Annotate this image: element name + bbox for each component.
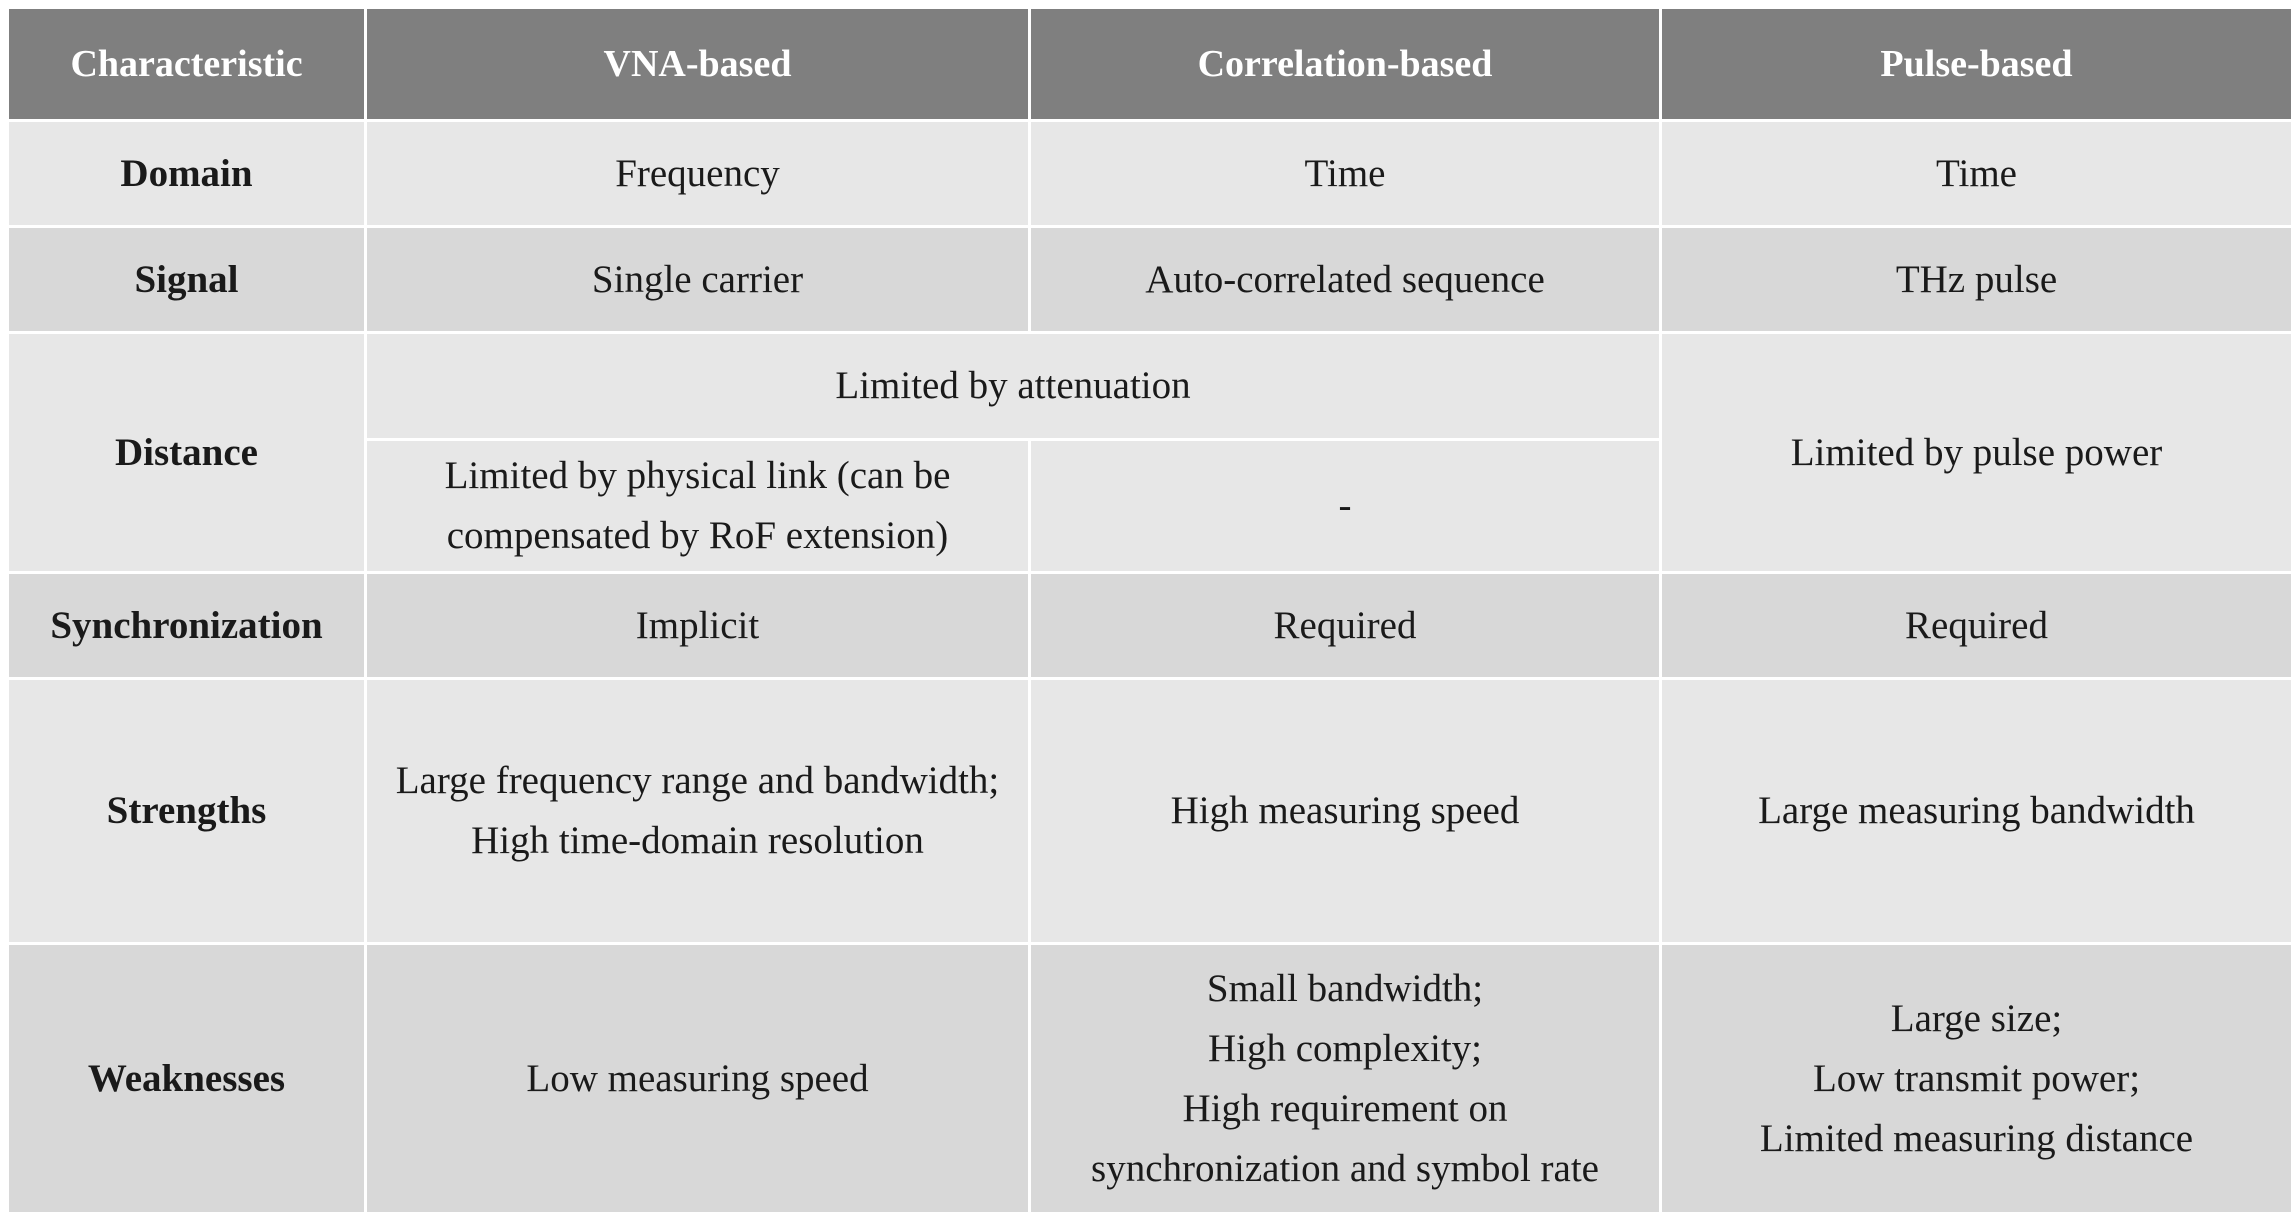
- row-distance-detail: Limited by physical link (can be compens…: [8, 438, 2293, 574]
- cell-weaknesses-pulse-line3: Limited measuring distance: [1759, 1116, 2194, 1160]
- cell-distance-vna-line1: Limited by physical link (can be: [444, 454, 951, 497]
- cell-synchronization-vna: Implicit: [364, 571, 1031, 680]
- cell-domain-correlation: Time: [1028, 119, 1662, 228]
- cell-weaknesses-pulse: Large size; Low transmit power; Limited …: [1659, 942, 2294, 1215]
- cell-synchronization-correlation: Required: [1028, 571, 1662, 680]
- cell-strengths-correlation: High measuring speed: [1028, 677, 1662, 945]
- cell-weaknesses-pulse-line1: Large size;: [1890, 996, 2063, 1040]
- cell-strengths-vna-line1: Large frequency range and bandwidth;: [395, 759, 1000, 802]
- cell-weaknesses-correlation-line1: Small bandwidth;: [1206, 966, 1484, 1010]
- cell-signal-correlation: Auto-correlated sequence: [1028, 225, 1662, 334]
- cell-strengths-vna: Large frequency range and bandwidth; Hig…: [364, 677, 1031, 945]
- cell-weaknesses-correlation-line3: High requirement on: [1182, 1086, 1508, 1130]
- cell-distance-pulse: Limited by pulse power: [1659, 331, 2294, 574]
- row-label-domain: Domain: [6, 119, 367, 228]
- cell-weaknesses-pulse-line2: Low transmit power;: [1812, 1056, 2141, 1100]
- cell-distance-shared: Limited by attenuation: [364, 331, 1662, 441]
- row-label-distance: Distance: [6, 331, 367, 574]
- cell-weaknesses-correlation-line2: High complexity;: [1207, 1026, 1483, 1070]
- header-vna-based: VNA-based: [364, 6, 1031, 122]
- row-label-strengths: Strengths: [6, 677, 367, 945]
- cell-domain-pulse: Time: [1659, 119, 2294, 228]
- cell-synchronization-pulse: Required: [1659, 571, 2294, 680]
- comparison-table: Characteristic VNA-based Correlation-bas…: [6, 6, 2294, 1215]
- cell-distance-vna: Limited by physical link (can be compens…: [364, 438, 1031, 574]
- cell-weaknesses-correlation: Small bandwidth; High complexity; High r…: [1028, 942, 1662, 1215]
- row-label-signal: Signal: [6, 225, 367, 334]
- cell-weaknesses-correlation-line4: synchronization and symbol rate: [1091, 1146, 1599, 1190]
- row-strengths: Strengths Large frequency range and band…: [6, 677, 2294, 945]
- row-weaknesses: Weaknesses Low measuring speed Small ban…: [6, 942, 2294, 1215]
- row-distance: Distance Limited by attenuation Limited …: [6, 331, 2294, 574]
- cell-strengths-pulse: Large measuring bandwidth: [1659, 677, 2294, 945]
- row-synchronization: Synchronization Implicit Required Requir…: [6, 571, 2294, 680]
- row-signal: Signal Single carrier Auto-correlated se…: [6, 225, 2294, 334]
- cell-signal-pulse: THz pulse: [1659, 225, 2294, 334]
- cell-signal-vna: Single carrier: [364, 225, 1031, 334]
- row-label-weaknesses: Weaknesses: [6, 942, 367, 1215]
- cell-distance-correlation: -: [1028, 438, 1662, 574]
- cell-weaknesses-vna: Low measuring speed: [364, 942, 1031, 1215]
- row-domain: Domain Frequency Time Time: [6, 119, 2294, 228]
- cell-strengths-vna-line2: High time-domain resolution: [471, 819, 924, 862]
- header-row: Characteristic VNA-based Correlation-bas…: [6, 6, 2294, 122]
- cell-distance-vna-line2: compensated by RoF extension): [446, 514, 949, 557]
- header-pulse-based: Pulse-based: [1659, 6, 2294, 122]
- header-correlation-based: Correlation-based: [1028, 6, 1662, 122]
- row-label-synchronization: Synchronization: [6, 571, 367, 680]
- header-characteristic: Characteristic: [6, 6, 367, 122]
- cell-domain-vna: Frequency: [364, 119, 1031, 228]
